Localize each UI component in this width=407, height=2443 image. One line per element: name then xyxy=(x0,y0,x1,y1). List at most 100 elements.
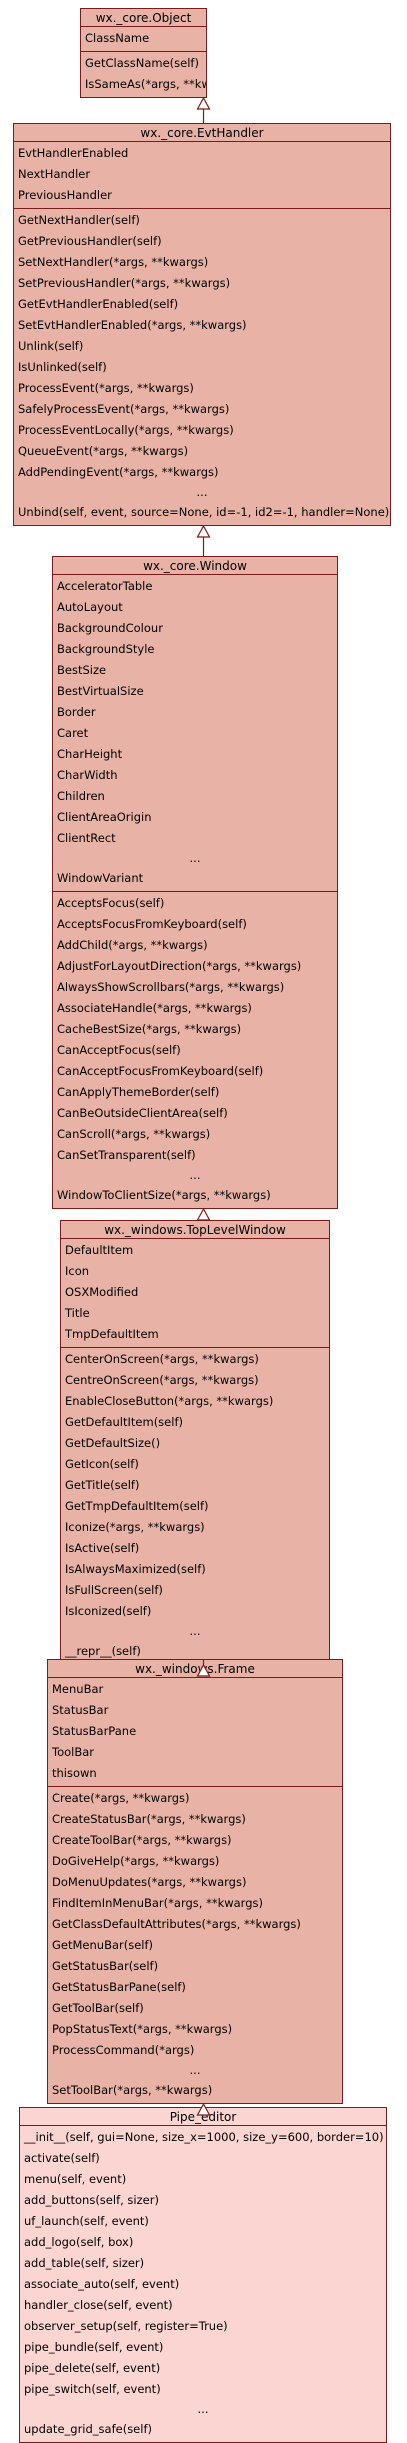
method-row: ... xyxy=(196,485,208,499)
attribute-row: BackgroundStyle xyxy=(57,642,155,656)
attribute-row: BestSize xyxy=(57,663,107,677)
method-row: add_table(self, sizer) xyxy=(24,2256,145,2270)
attribute-row: PreviousHandler xyxy=(18,188,112,202)
attributes-section: ClassName xyxy=(81,27,206,51)
inheritance-arrowhead xyxy=(196,96,211,110)
method-row: CentreOnScreen(*args, **kwargs) xyxy=(65,1373,259,1387)
method-row: Iconize(*args, **kwargs) xyxy=(65,1520,205,1534)
method-row: AddChild(*args, **kwargs) xyxy=(57,938,208,952)
method-row: Create(*args, **kwargs) xyxy=(52,1791,190,1805)
method-row: GetStatusBar(self) xyxy=(52,1959,159,1973)
method-row: SetEvtHandlerEnabled(*args, **kwargs) xyxy=(18,318,247,332)
class-name: wx._core.Object xyxy=(81,9,206,27)
method-row: CreateStatusBar(*args, **kwargs) xyxy=(52,1812,246,1826)
method-row: GetClassName(self) xyxy=(85,56,199,70)
method-row: uf_launch(self, event) xyxy=(24,2214,149,2228)
method-row: GetNextHandler(self) xyxy=(18,213,140,227)
method-row: ProcessEventLocally(*args, **kwargs) xyxy=(18,423,234,437)
methods-section: Create(*args, **kwargs) CreateStatusBar(*… xyxy=(48,1786,342,2103)
method-row: DoMenuUpdates(*args, **kwargs) xyxy=(52,1875,247,1889)
method-row: CanAcceptFocusFromKeyboard(self) xyxy=(57,1064,264,1078)
method-row: CacheBestSize(*args, **kwargs) xyxy=(57,1022,242,1036)
method-row: GetPreviousHandler(self) xyxy=(18,234,162,248)
method-row: GetClassDefaultAttributes(*args, **kwarg… xyxy=(52,1917,301,1931)
attribute-row: AutoLayout xyxy=(57,600,123,614)
method-row: GetTitle(self) xyxy=(65,1478,140,1492)
methods-section: AcceptsFocus(self) AcceptsFocusFromKeyboa… xyxy=(53,891,337,1208)
attribute-row: CharHeight xyxy=(57,747,123,761)
methods-section: GetClassName(self)IsSameAs(*args, **kwar… xyxy=(81,51,206,97)
inheritance-arrowhead xyxy=(196,1663,211,1677)
attribute-row: BestVirtualSize xyxy=(57,684,144,698)
method-row: __repr__(self) xyxy=(65,1644,141,1658)
method-row: CanSetTransparent(self) xyxy=(57,1148,196,1162)
class-box-pipe-editor: Pipe_editor__init__(self, gui=None, size… xyxy=(19,2107,387,2443)
method-row: menu(self, event) xyxy=(24,2172,127,2186)
attribute-row: Children xyxy=(57,789,105,803)
method-row: pipe_bundle(self, event) xyxy=(24,2340,164,2354)
method-row: GetDefaultSize() xyxy=(65,1436,161,1450)
method-row: ... xyxy=(189,1624,201,1638)
method-row: WindowToClientSize(*args, **kwargs) xyxy=(57,1188,271,1202)
method-row: associate_auto(self, event) xyxy=(24,2277,180,2291)
method-row: GetDefaultItem(self) xyxy=(65,1415,183,1429)
method-row: add_buttons(self, sizer) xyxy=(24,2193,159,2207)
method-row: ... xyxy=(189,2063,201,2077)
method-row: AcceptsFocus(self) xyxy=(57,896,165,910)
method-row: AlwaysShowScrollbars(*args, **kwargs) xyxy=(57,980,285,994)
method-row: DoGiveHelp(*args, **kwargs) xyxy=(52,1854,220,1868)
attribute-row: NextHandler xyxy=(18,167,91,181)
method-row: GetIcon(self) xyxy=(65,1457,139,1471)
attribute-row: ToolBar xyxy=(52,1745,95,1759)
attribute-row: Border xyxy=(57,705,96,719)
method-row: handler_close(self, event) xyxy=(24,2298,173,2312)
attribute-row: ClientRect xyxy=(57,831,116,845)
class-name: wx._windows.TopLevelWindow xyxy=(61,1221,329,1239)
method-row: GetTmpDefaultItem(self) xyxy=(65,1499,209,1513)
method-row: GetToolBar(self) xyxy=(52,2001,144,2015)
method-row: CanBeOutsideClientArea(self) xyxy=(57,1106,228,1120)
method-row: IsActive(self) xyxy=(65,1541,140,1555)
method-row: AcceptsFocusFromKeyboard(self) xyxy=(57,917,247,931)
method-row: CanScroll(*args, **kwargs) xyxy=(57,1127,211,1141)
method-row: AdjustForLayoutDirection(*args, **kwargs… xyxy=(57,959,302,973)
attribute-row: ClassName xyxy=(85,31,150,45)
method-row: PopStatusText(*args, **kwargs) xyxy=(52,2022,233,2036)
method-row: SetToolBar(*args, **kwargs) xyxy=(52,2083,213,2097)
method-row: pipe_switch(self, event) xyxy=(24,2382,161,2396)
method-row: GetStatusBarPane(self) xyxy=(52,1980,186,1994)
method-row: ProcessCommand(*args) xyxy=(52,2043,195,2057)
methods-section: CenterOnScreen(*args, **kwargs) CentreOnS… xyxy=(61,1347,329,1664)
method-row: SetPreviousHandler(*args, **kwargs) xyxy=(18,276,231,290)
inheritance-arrowhead xyxy=(196,1207,211,1221)
method-row: CanAcceptFocus(self) xyxy=(57,1043,181,1057)
method-row: CreateToolBar(*args, **kwargs) xyxy=(52,1833,232,1847)
attribute-row: ... xyxy=(189,851,201,865)
attribute-row: Title xyxy=(65,1306,90,1320)
methods-section: __init__(self, gui=None, size_x=1000, si… xyxy=(20,2126,386,2442)
method-row: FindItemInMenuBar(*args, **kwargs) xyxy=(52,1896,263,1910)
attribute-row: WindowVariant xyxy=(57,871,144,885)
inheritance-arrowhead xyxy=(196,2102,211,2116)
method-row: IsFullScreen(self) xyxy=(65,1583,163,1597)
attribute-row: BackgroundColour xyxy=(57,621,163,635)
method-row: IsIconized(self) xyxy=(65,1604,152,1618)
method-row: ProcessEvent(*args, **kwargs) xyxy=(18,381,194,395)
method-row: Unbind(self, event, source=None, id=-1, … xyxy=(18,505,390,519)
attribute-row: OSXModified xyxy=(65,1285,139,1299)
inheritance-arrowhead xyxy=(196,524,211,538)
methods-section: GetNextHandler(self) GetPreviousHandler(s… xyxy=(14,208,390,525)
method-row: observer_setup(self, register=True) xyxy=(24,2319,228,2333)
attribute-row: MenuBar xyxy=(52,1682,104,1696)
class-name: wx._core.EvtHandler xyxy=(14,124,390,142)
method-row: Unlink(self) xyxy=(18,339,84,353)
attribute-row: EvtHandlerEnabled xyxy=(18,146,129,160)
method-row: CenterOnScreen(*args, **kwargs) xyxy=(65,1352,259,1366)
method-row: IsUnlinked(self) xyxy=(18,360,107,374)
attribute-row: StatusBar xyxy=(52,1703,109,1717)
